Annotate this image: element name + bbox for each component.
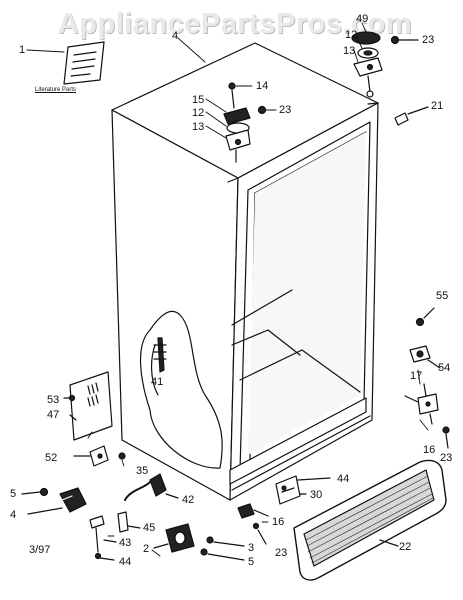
callout-label: 4 (172, 30, 179, 42)
leveling-parts (409, 307, 441, 369)
callout-label: 52 (45, 452, 58, 464)
base-grille (293, 459, 447, 581)
callout-label: 55 (436, 290, 449, 302)
front-bracket (275, 475, 331, 505)
callout-label: 3 (248, 542, 255, 554)
callout-label: 35 (136, 465, 149, 477)
callout-label: 47 (47, 409, 60, 421)
date-code: 3/97 (29, 544, 51, 556)
callout-label: 43 (119, 537, 132, 549)
callout-label: 21 (431, 100, 444, 112)
callout-label: 49 (356, 13, 369, 25)
bottom-right-hinge (404, 383, 450, 449)
callout-label: 41 (151, 376, 164, 388)
callout-label: 30 (310, 489, 323, 501)
literature-parts-label: Literature Parts (35, 87, 77, 93)
center-hinge (223, 82, 267, 163)
callout-label: 23 (275, 547, 288, 559)
callout-label: 54 (438, 362, 451, 374)
callout-label: 45 (143, 522, 156, 534)
cabinet (111, 42, 379, 501)
clip-part (394, 106, 429, 126)
callout-label: 23 (422, 34, 435, 46)
callout-label: 53 (47, 394, 60, 406)
callout-label: 12 (345, 29, 358, 41)
watermark: AppliancePartsPros.com (57, 8, 413, 40)
callout-label: 23 (279, 104, 292, 116)
callout-label: 5 (10, 488, 17, 500)
callout-label: 16 (423, 444, 436, 456)
leader-lines (26, 22, 429, 557)
callout-label: 23 (440, 452, 453, 464)
callout-label: 22 (399, 541, 412, 553)
callout-label: 13 (192, 121, 205, 133)
callout-label: 2 (143, 543, 150, 555)
literature-card (63, 41, 105, 85)
callout-label: 44 (119, 556, 132, 568)
callout-label: 5 (248, 556, 255, 568)
bottom-hinge (237, 503, 269, 545)
tube-assembly (89, 473, 179, 561)
callout-label: 12 (192, 107, 205, 119)
callout-label: 13 (343, 45, 356, 57)
top-right-hinge (351, 31, 419, 98)
drain-grommet (153, 337, 167, 373)
callout-label: 15 (192, 94, 205, 106)
callout-label: 44 (337, 473, 350, 485)
overload-part (153, 523, 245, 561)
callout-label: 14 (256, 80, 269, 92)
callout-label: 42 (182, 494, 195, 506)
callout-label: 17 (410, 370, 423, 382)
callout-label: 1 (19, 44, 26, 56)
compressor-relay (21, 487, 87, 515)
callout-label: 4 (10, 509, 17, 521)
side-bracket (63, 371, 126, 467)
callout-label: 16 (272, 516, 285, 528)
